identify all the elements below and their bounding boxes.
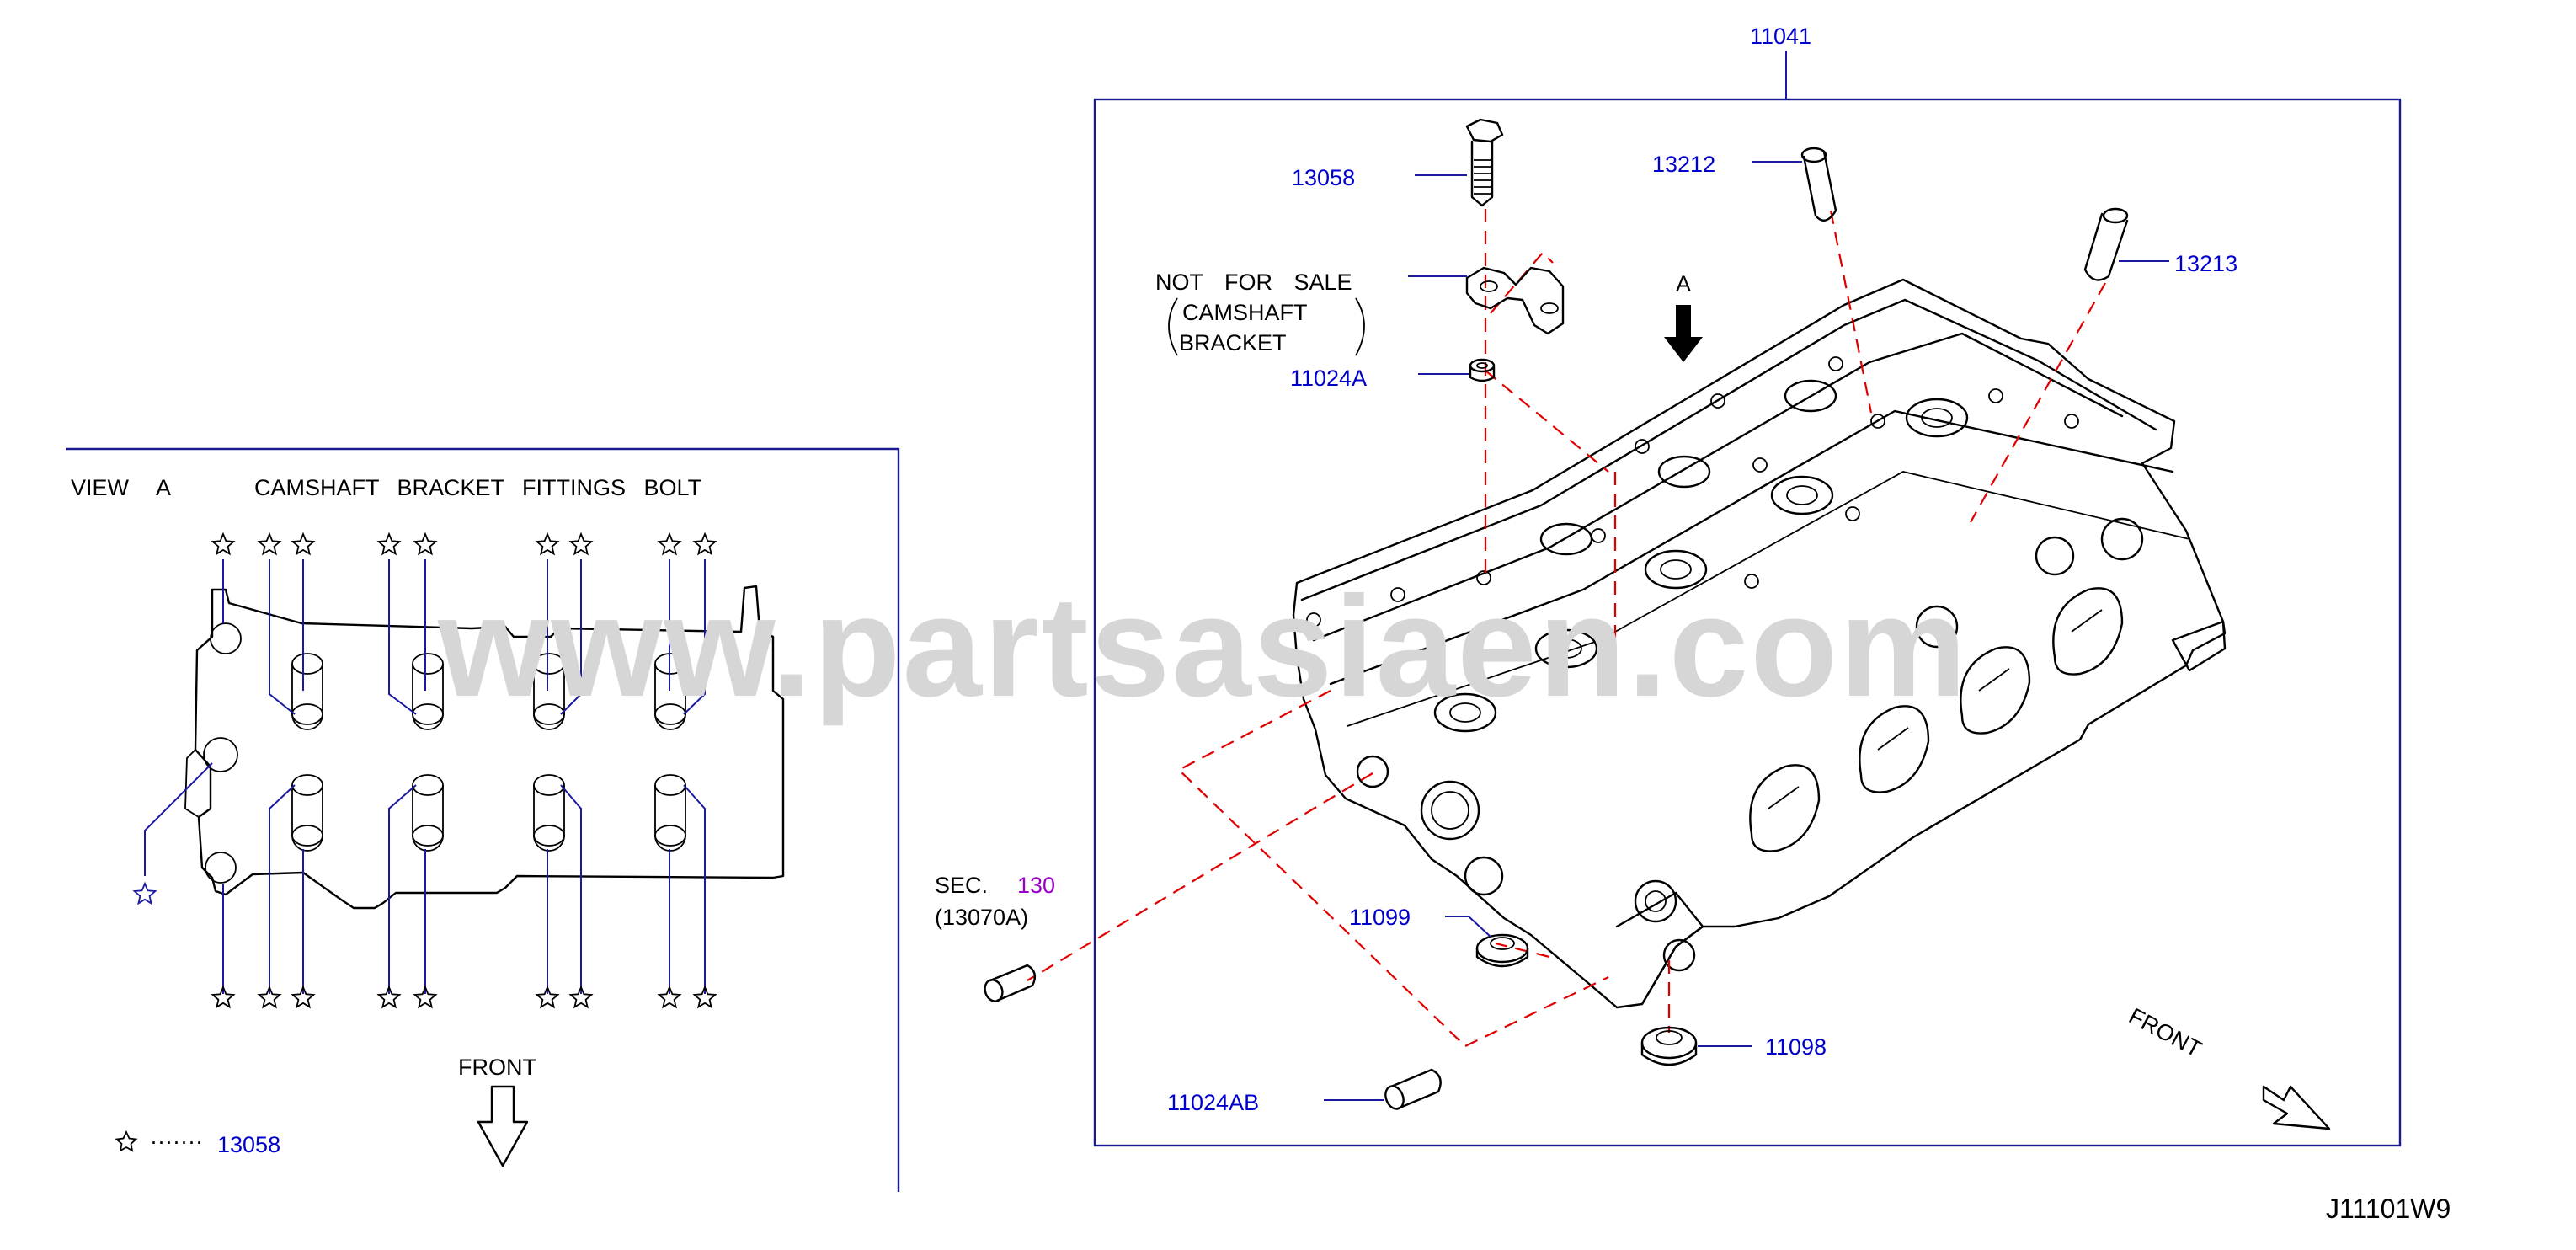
assembly-frame bbox=[1093, 98, 2402, 1147]
sec-number[interactable]: 130 bbox=[1017, 873, 1055, 898]
bolt-star-icon bbox=[376, 532, 402, 556]
view-a-title-desc: CAMSHAFT BRACKET FITTINGS BOLT bbox=[254, 475, 701, 500]
front-boss bbox=[1615, 891, 1704, 1006]
diagram-code: J11101W9 bbox=[2326, 1194, 2451, 1224]
deck-bolt-holes bbox=[1306, 356, 2079, 628]
bolt-star-icon bbox=[211, 985, 236, 1009]
leader-11099 bbox=[1445, 916, 1491, 938]
view-a-arrow-label: A bbox=[1676, 271, 1691, 296]
bolt-star-icon bbox=[568, 985, 594, 1009]
main-front-arrow-icon bbox=[2262, 1085, 2331, 1130]
dowel-11024a-icon bbox=[1469, 358, 1496, 382]
paren-right bbox=[1355, 297, 1365, 356]
dowel-13213-icon bbox=[2083, 207, 2129, 281]
view-a-arrow-icon bbox=[1664, 305, 1703, 362]
view-a-title-view: VIEW bbox=[71, 475, 130, 500]
bolt-star-icon bbox=[535, 985, 560, 1009]
sec-part-label: (13070A) bbox=[935, 905, 1028, 930]
bracket-label: BRACKET bbox=[1179, 330, 1287, 355]
paren-left bbox=[1168, 297, 1178, 356]
legend-part-13058[interactable]: 13058 bbox=[217, 1132, 280, 1157]
view-a-panel: VIEW A CAMSHAFT BRACKET FITTINGS BOLT bbox=[66, 447, 900, 1192]
bolt-star-icon bbox=[376, 985, 402, 1009]
dowel-13070a-icon bbox=[984, 964, 1037, 1002]
bolt-star-icon bbox=[291, 985, 316, 1009]
legend-dots: ······· bbox=[150, 1129, 203, 1154]
bolt-star-markers bbox=[132, 532, 717, 1009]
cylinder-head-top-outline bbox=[194, 585, 785, 910]
bolt-13058-icon bbox=[1465, 118, 1504, 207]
watermark: www.partsasiaen.com bbox=[437, 567, 1968, 727]
part-label-13212[interactable]: 13212 bbox=[1652, 152, 1715, 177]
seal-11099-icon bbox=[1475, 933, 1529, 968]
cylinder-head-drawing bbox=[1292, 278, 2227, 1009]
front-bores bbox=[1356, 517, 2144, 972]
cam-journals bbox=[1433, 379, 1969, 733]
rear-tab bbox=[2171, 620, 2227, 672]
outline-notch bbox=[184, 749, 200, 818]
ports bbox=[1749, 587, 2124, 852]
legend-star-icon bbox=[115, 1130, 138, 1152]
camshaft-label: CAMSHAFT bbox=[1182, 300, 1308, 325]
part-label-11024a[interactable]: 11024A bbox=[1290, 366, 1367, 391]
bolt-star-icon bbox=[413, 532, 438, 556]
part-label-11098[interactable]: 11098 bbox=[1765, 1034, 1827, 1060]
part-label-11099[interactable]: 11099 bbox=[1349, 905, 1411, 930]
bolt-star-icon bbox=[568, 532, 594, 556]
not-for-sale-label: NOT FOR SALE bbox=[1155, 270, 1352, 295]
view-a-title-letter: A bbox=[156, 475, 171, 500]
seal-11098-icon bbox=[1640, 1026, 1698, 1066]
bolt-star-icon bbox=[657, 532, 682, 556]
bolt-star-icon bbox=[291, 532, 316, 556]
bracket-bosses bbox=[203, 622, 686, 884]
bolt-star-icon bbox=[413, 985, 438, 1009]
sec-label: SEC. bbox=[935, 873, 988, 898]
camshaft-bracket-icon bbox=[1465, 266, 1565, 335]
assembly-lines bbox=[1027, 209, 2106, 1047]
dowel-11024ab-icon bbox=[1384, 1068, 1442, 1110]
part-label-11041[interactable]: 11041 bbox=[1750, 24, 1811, 49]
bolt-star-icon bbox=[132, 881, 157, 905]
bolt-star-icon bbox=[692, 532, 717, 556]
part-label-13213[interactable]: 13213 bbox=[2174, 251, 2237, 276]
view-a-frame bbox=[66, 447, 900, 1192]
main-front-label: FRONT bbox=[2125, 1003, 2205, 1062]
bolt-star-icon bbox=[657, 985, 682, 1009]
part-label-11024ab[interactable]: 11024AB bbox=[1167, 1090, 1259, 1115]
main-assembly-panel: 11041 bbox=[935, 24, 2402, 1147]
dowel-13212-icon bbox=[1800, 147, 1837, 222]
bolt-star-icon bbox=[257, 985, 282, 1009]
bolt-star-icon bbox=[211, 532, 236, 556]
bolt-star-icon bbox=[257, 532, 282, 556]
view-a-front-arrow-icon bbox=[477, 1085, 529, 1167]
bolt-star-icon bbox=[535, 532, 560, 556]
bolt-leader-lines bbox=[144, 559, 706, 994]
view-a-front-label: FRONT bbox=[458, 1055, 536, 1080]
part-label-13058[interactable]: 13058 bbox=[1292, 165, 1355, 190]
bolt-star-icon bbox=[692, 985, 717, 1009]
